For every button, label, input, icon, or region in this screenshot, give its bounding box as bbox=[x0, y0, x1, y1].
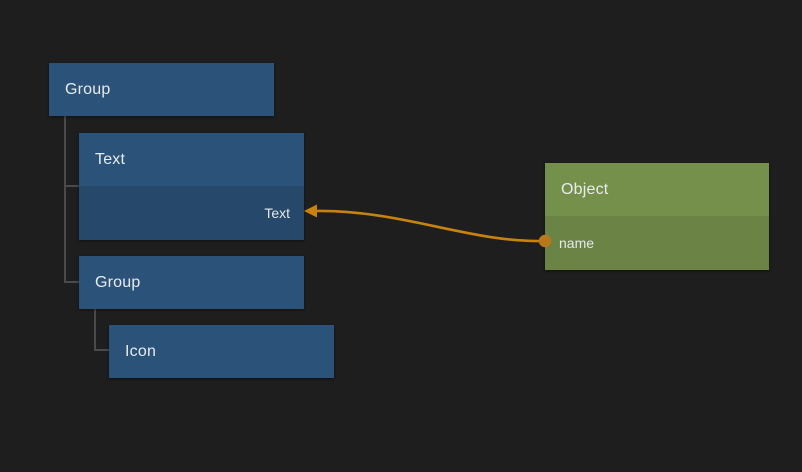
tree-line-group-vertical bbox=[94, 309, 96, 351]
node-group-root[interactable]: Group bbox=[49, 63, 274, 116]
node-object[interactable]: Object name bbox=[545, 163, 769, 270]
node-icon[interactable]: Icon bbox=[109, 325, 334, 378]
node-group-child[interactable]: Group bbox=[79, 256, 304, 309]
node-title: Group bbox=[79, 256, 304, 309]
port-row-text-input[interactable]: Text bbox=[79, 186, 304, 240]
tree-line-stub-text bbox=[64, 185, 79, 187]
tree-line-stub-icon bbox=[94, 349, 109, 351]
node-title: Group bbox=[49, 63, 274, 116]
node-title: Object bbox=[545, 163, 769, 216]
connection-wire bbox=[311, 209, 547, 243]
port-row-name-output[interactable]: name bbox=[545, 216, 769, 270]
tree-line-stub-group bbox=[64, 281, 79, 283]
arrowhead-icon bbox=[304, 204, 317, 218]
tree-line-root-vertical bbox=[64, 116, 66, 283]
port-label: name bbox=[559, 235, 595, 251]
node-title: Icon bbox=[109, 325, 334, 378]
connection-name-to-text[interactable] bbox=[304, 204, 552, 248]
node-title: Text bbox=[79, 133, 304, 186]
node-text[interactable]: Text Text bbox=[79, 133, 304, 240]
port-label: Text bbox=[264, 205, 290, 221]
